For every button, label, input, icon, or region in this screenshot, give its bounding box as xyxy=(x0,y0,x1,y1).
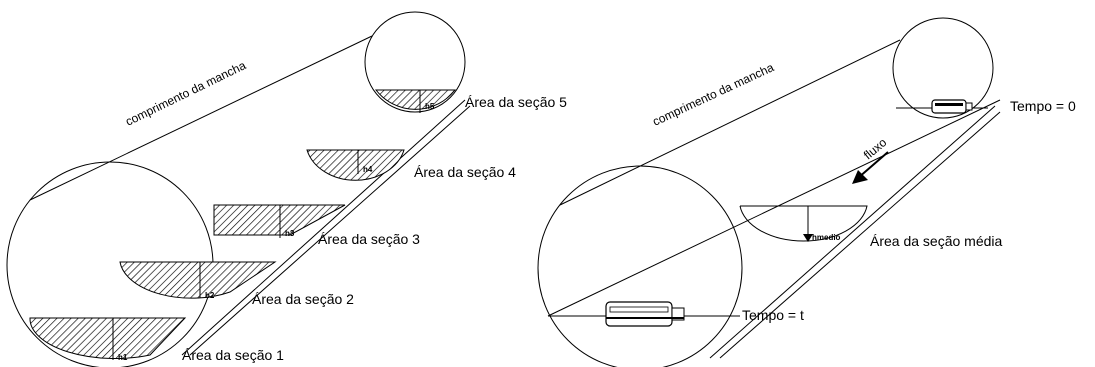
section-4-label: Área da seção 4 xyxy=(414,164,516,180)
right-tube-top-edge xyxy=(560,40,900,205)
section-2-label: Área da seção 2 xyxy=(252,291,354,307)
left-channel: h5 h4 h3 h2 h1 Área da seção 5 Área da s… xyxy=(7,12,567,367)
section-3-label: Área da seção 3 xyxy=(318,231,420,247)
left-tube-top-edge xyxy=(30,36,372,200)
section-5-depth: h5 xyxy=(425,102,435,111)
section-5: h5 xyxy=(376,90,455,113)
left-length-label: comprimento da mancha xyxy=(123,58,248,129)
time-start-label: Tempo = 0 xyxy=(1010,98,1076,114)
section-4-depth: h4 xyxy=(363,165,373,174)
right-channel: hmedio Área da seção média fluxo Tempo =… xyxy=(538,18,1076,367)
mean-section-label: Área da seção média xyxy=(870,233,1003,249)
section-1-label: Área da seção 1 xyxy=(182,347,284,363)
time-end-label: Tempo = t xyxy=(742,307,804,323)
mean-depth: hmedio xyxy=(812,233,841,242)
section-5-label: Área da seção 5 xyxy=(465,94,567,110)
water-surface-line xyxy=(548,100,1000,316)
right-length-label: comprimento da mancha xyxy=(650,60,776,129)
section-1-depth: h1 xyxy=(118,353,128,362)
bottle-icon-end xyxy=(606,302,684,326)
section-3-depth: h3 xyxy=(285,229,295,238)
flow-label: fluxo xyxy=(861,135,890,162)
right-front-cross-section xyxy=(538,166,742,367)
section-2-depth: h2 xyxy=(205,291,215,300)
section-1: h1 xyxy=(30,318,185,362)
bottle-icon-start xyxy=(932,100,972,113)
section-4: h4 xyxy=(307,150,404,180)
